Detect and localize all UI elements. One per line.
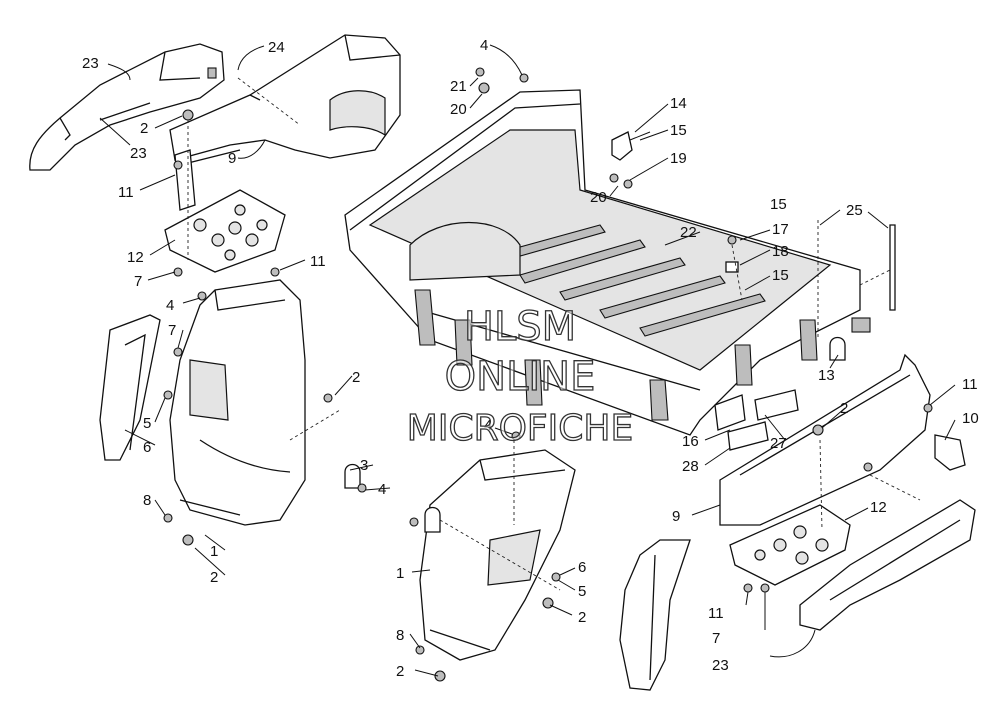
clip-13 bbox=[829, 317, 871, 361]
callout-8-center: 8 bbox=[396, 627, 404, 644]
strip-26 bbox=[889, 224, 896, 311]
leader-lines bbox=[99, 44, 956, 677]
bracket-10 bbox=[934, 434, 966, 471]
callout-7-upper: 7 bbox=[134, 273, 142, 290]
callout-22: 22 bbox=[680, 224, 697, 241]
callout-18: 16 bbox=[682, 433, 699, 450]
callout-9-right: 9 bbox=[672, 508, 680, 525]
assembly-lines bbox=[187, 77, 921, 591]
callout-6-center: 6 bbox=[578, 559, 586, 576]
callout-26: 25 bbox=[846, 202, 863, 219]
callout-5-center: 5 bbox=[578, 583, 586, 600]
callout-15-top: 15 bbox=[670, 122, 687, 139]
callout-10: 10 bbox=[962, 410, 979, 427]
mud-flap-left bbox=[99, 314, 161, 461]
callout-23-lower: 23 bbox=[712, 657, 729, 674]
callout-2-lower-left: 2 bbox=[210, 569, 218, 586]
callout-12-upper: 12 bbox=[127, 249, 144, 266]
callout-3: 3 bbox=[360, 457, 368, 474]
callout-11-upper: 11 bbox=[118, 184, 134, 201]
callout-2-left: 2 bbox=[352, 369, 360, 386]
skid-plate-upper-left bbox=[164, 189, 286, 277]
callout-2-lower-center: 2 bbox=[396, 663, 404, 680]
callout-4-top: 4 bbox=[480, 37, 488, 54]
callout-28: 28 bbox=[682, 458, 699, 475]
callout-labels: 23 24 2 23 11 9 12 7 11 4 7 2 5 6 8 1 2 … bbox=[82, 37, 979, 680]
callout-27: 27 bbox=[770, 435, 787, 452]
callout-20-top: 20 bbox=[450, 101, 467, 118]
callout-24: 23 bbox=[130, 145, 147, 162]
watermark: HLSM ONLINE MICROFICHE bbox=[406, 303, 634, 449]
callout-1-center: 1 bbox=[396, 565, 404, 582]
callout-11-mid: 11 bbox=[310, 253, 326, 270]
fender-trim-right bbox=[799, 499, 976, 631]
callout-9-upper: 9 bbox=[228, 150, 236, 167]
callout-12-right: 12 bbox=[870, 499, 887, 516]
bumper-stop-3 bbox=[344, 463, 441, 533]
callout-7-left: 7 bbox=[168, 322, 176, 339]
callout-15-right: 15 bbox=[770, 196, 787, 213]
callout-2-upper: 2 bbox=[140, 120, 148, 137]
inner-fender-center bbox=[419, 431, 576, 661]
callout-4-center-top: 4 bbox=[484, 417, 492, 434]
callout-13: 13 bbox=[818, 367, 835, 384]
callout-11-right: 11 bbox=[962, 376, 978, 393]
watermark-line-1: HLSM bbox=[464, 304, 576, 350]
spacer-blocks bbox=[714, 389, 799, 451]
callout-19: 19 bbox=[670, 150, 687, 167]
callout-25: 24 bbox=[268, 39, 285, 56]
callout-21: 21 bbox=[450, 78, 467, 95]
callout-11-lower: 11 bbox=[708, 605, 724, 622]
callout-8-left: 8 bbox=[143, 492, 151, 509]
callout-17: 18 bbox=[772, 243, 789, 260]
callout-4-center: 4 bbox=[378, 481, 386, 498]
fender-trim-left bbox=[29, 43, 225, 171]
callout-2-right: 2 bbox=[840, 400, 848, 417]
fender-upper-left bbox=[169, 34, 401, 166]
callout-5-left: 5 bbox=[143, 415, 151, 432]
bracket-upper-left bbox=[173, 149, 196, 211]
latch bbox=[611, 131, 651, 161]
callout-14: 14 bbox=[670, 95, 687, 112]
callout-2-center: 2 bbox=[578, 609, 586, 626]
skid-plate-right bbox=[729, 504, 851, 586]
callout-1-left: 1 bbox=[210, 543, 218, 560]
callout-4-left: 4 bbox=[166, 297, 174, 314]
callout-7-lower: 7 bbox=[712, 630, 720, 647]
watermark-line-2: ONLINE bbox=[445, 354, 596, 400]
watermark-line-3: MICROFICHE bbox=[407, 408, 633, 449]
callout-6-left: 6 bbox=[143, 439, 151, 456]
callout-20-mid: 20 bbox=[590, 189, 607, 206]
callout-15-lower: 15 bbox=[772, 267, 789, 284]
mud-flap-center bbox=[619, 539, 691, 691]
callout-23-upper: 23 bbox=[82, 55, 99, 72]
callout-16: 17 bbox=[772, 221, 789, 238]
inner-fender-left bbox=[169, 279, 333, 526]
cargo-box bbox=[344, 89, 861, 436]
